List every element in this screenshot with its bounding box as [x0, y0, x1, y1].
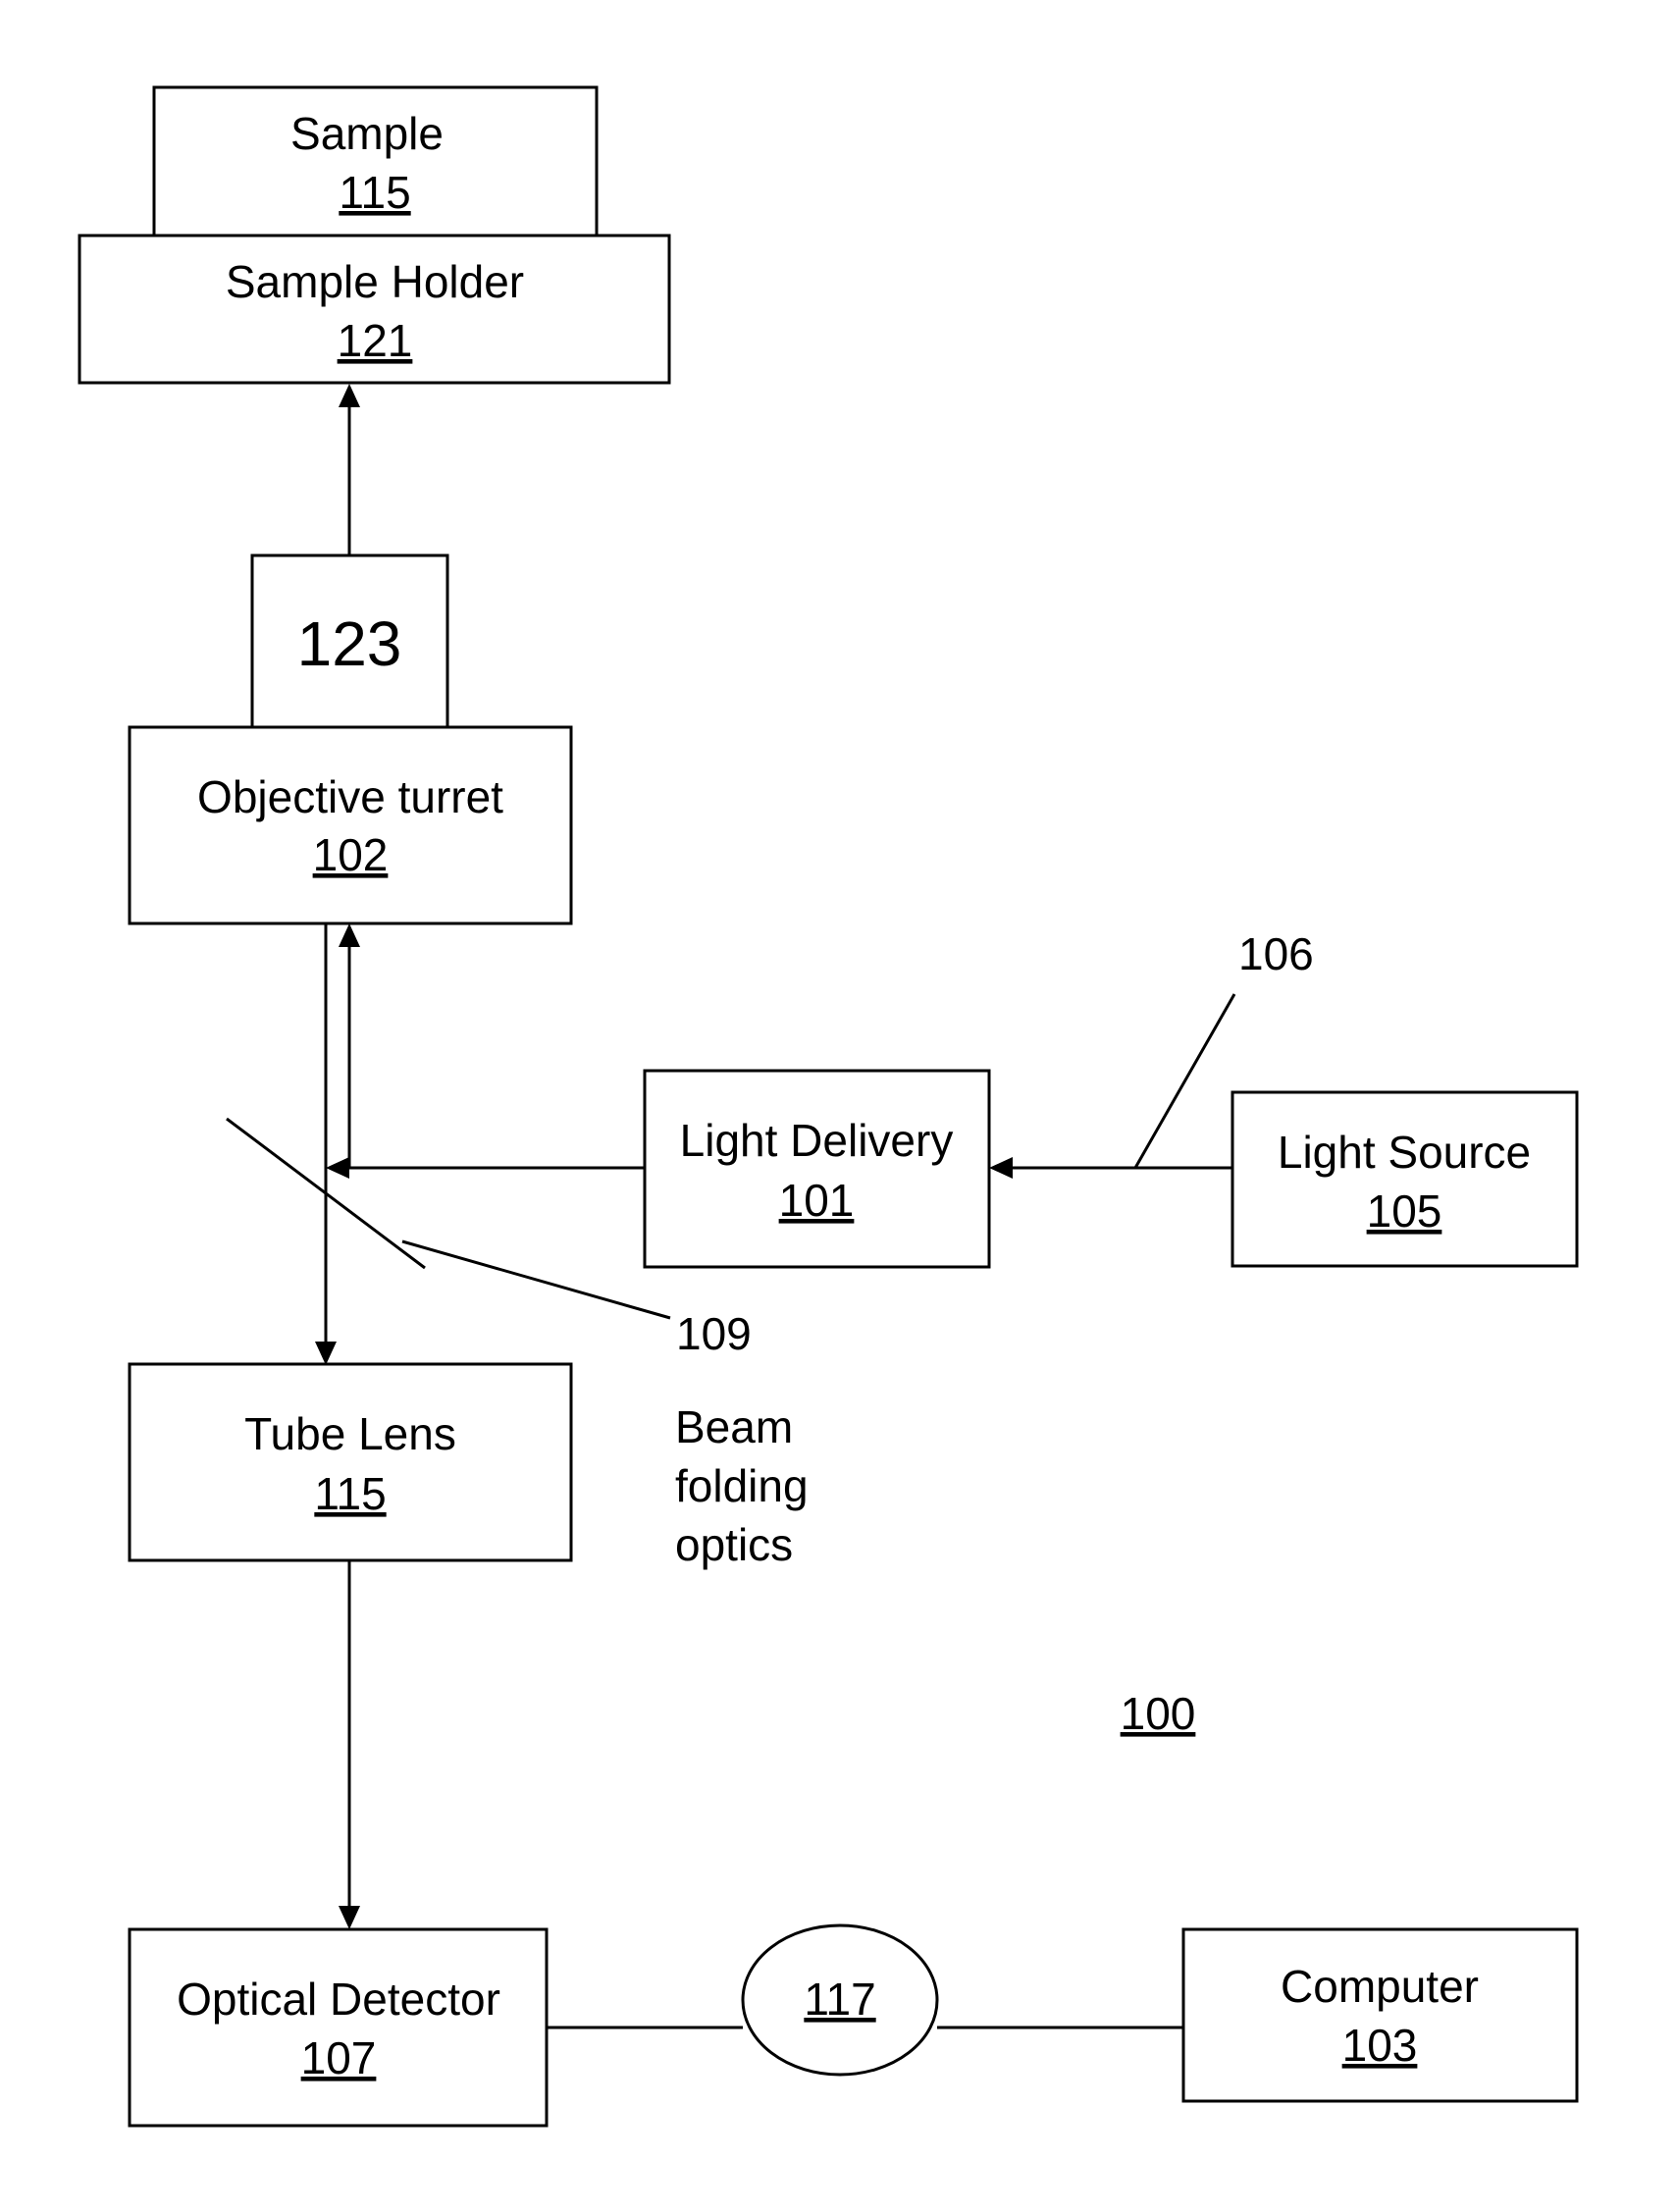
fiber-leader-line	[1135, 994, 1234, 1168]
light-delivery-ref: 101	[779, 1175, 855, 1226]
objective-turret-block: Objective turret 102	[130, 727, 571, 923]
mirror-desc-line-1: Beam	[675, 1401, 793, 1452]
mirror-desc-line-2: folding	[675, 1460, 809, 1511]
objective-turret-box	[130, 727, 571, 923]
arrowhead-holder	[339, 384, 360, 407]
sample-label: Sample	[290, 108, 444, 159]
objective-turret-label: Objective turret	[197, 771, 503, 822]
arrowhead-turret	[339, 923, 360, 947]
light-delivery-box	[645, 1071, 989, 1267]
mirror-leader-line	[402, 1241, 670, 1318]
light-source-block: Light Source 105	[1232, 1092, 1577, 1266]
tube-lens-ref: 115	[314, 1468, 386, 1519]
arrowhead-mirror	[326, 1157, 349, 1179]
arrowhead-tube-lens	[315, 1342, 337, 1365]
arrowhead-delivery	[989, 1157, 1013, 1179]
computer-block: Computer 103	[1183, 1929, 1577, 2101]
tube-lens-label: Tube Lens	[244, 1408, 456, 1459]
mirror-desc-line-3: optics	[675, 1519, 793, 1570]
system-ref: 100	[1121, 1688, 1196, 1739]
mirror-ref: 109	[676, 1308, 752, 1359]
link-ref: 117	[804, 1974, 875, 2025]
optical-detector-label: Optical Detector	[177, 1974, 500, 2025]
sample-ref: 115	[339, 167, 410, 218]
objective-mount-block: 123	[252, 555, 447, 727]
light-source-ref: 105	[1367, 1185, 1442, 1237]
light-delivery-label: Light Delivery	[680, 1115, 954, 1166]
sample-block: Sample 115	[154, 87, 597, 237]
computer-label: Computer	[1281, 1961, 1479, 2012]
sample-holder-ref: 121	[338, 315, 413, 366]
light-delivery-block: Light Delivery 101	[645, 1071, 989, 1267]
light-source-box	[1232, 1092, 1577, 1266]
sample-holder-block: Sample Holder 121	[79, 236, 669, 383]
optical-detector-ref: 107	[301, 2032, 377, 2083]
arrowhead-detector	[339, 1906, 360, 1929]
sample-holder-label: Sample Holder	[226, 256, 524, 307]
tube-lens-box	[130, 1364, 571, 1560]
computer-ref: 103	[1342, 2020, 1418, 2071]
fiber-ref: 106	[1238, 928, 1314, 979]
tube-lens-block: Tube Lens 115	[130, 1364, 571, 1560]
link-node: 117	[743, 1925, 937, 2075]
computer-box	[1183, 1929, 1577, 2101]
optical-detector-block: Optical Detector 107	[130, 1929, 547, 2126]
objective-mount-ref: 123	[297, 608, 402, 679]
optical-detector-box	[130, 1929, 547, 2126]
objective-turret-ref: 102	[313, 829, 389, 880]
mirror-description: Beam folding optics	[675, 1401, 809, 1570]
light-source-label: Light Source	[1278, 1127, 1531, 1178]
